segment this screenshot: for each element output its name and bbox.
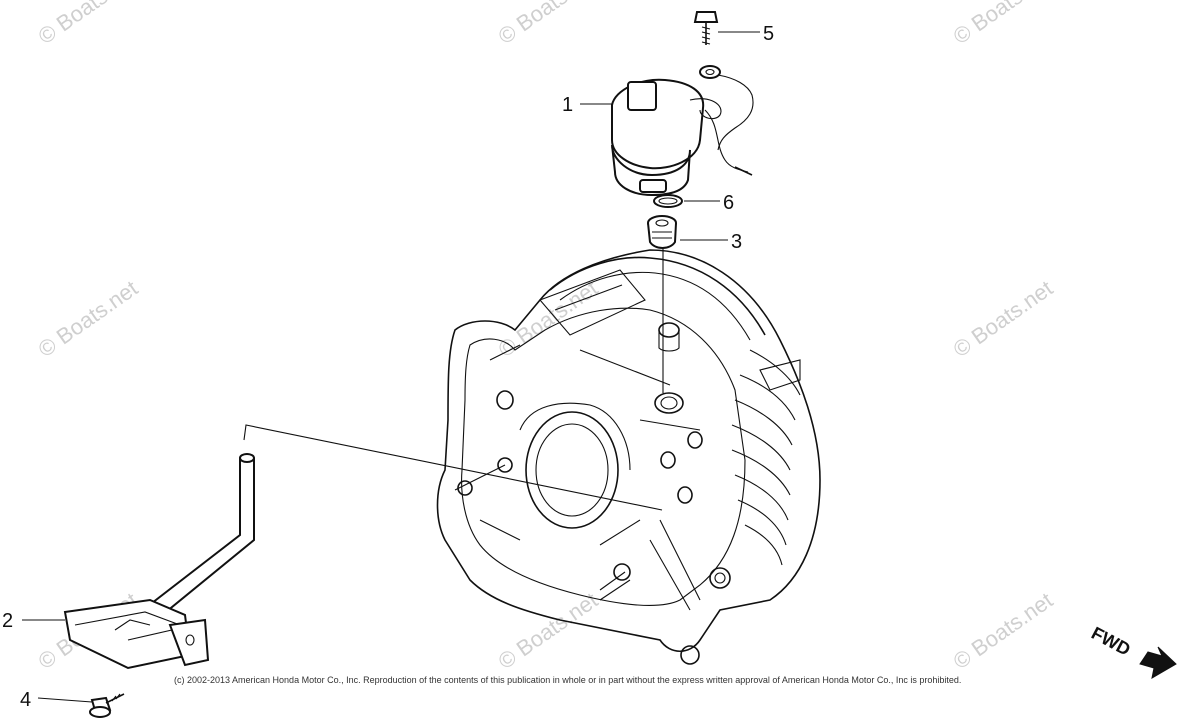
bolt-5[interactable] — [693, 11, 719, 45]
callout-leaders — [22, 31, 760, 703]
callout-3: 3 — [731, 231, 742, 253]
callout-1: 1 — [562, 94, 573, 116]
bolt-4[interactable] — [89, 693, 125, 718]
watermark: © Boats.net — [949, 0, 1058, 49]
watermark: © Boats.net — [494, 0, 603, 49]
arrow-icon — [1139, 646, 1177, 679]
callout-2: 2 — [2, 610, 13, 632]
assembly-line — [243, 424, 663, 511]
oil-alert-unit[interactable] — [611, 65, 754, 197]
copyright-notice: (c) 2002-2013 American Honda Motor Co., … — [174, 675, 962, 685]
watermark: © Boats.net — [494, 275, 603, 362]
crankcase-housing — [436, 249, 821, 665]
watermark: © Boats.net — [494, 587, 603, 674]
breather-tube-bracket[interactable] — [63, 453, 255, 670]
o-ring-6[interactable] — [653, 194, 683, 208]
callout-5: 5 — [763, 23, 774, 45]
callout-6: 6 — [723, 192, 734, 214]
watermark: © Boats.net — [949, 587, 1058, 674]
fwd-label: FWD — [1088, 623, 1134, 660]
fwd-arrow-indicator: FWD — [1088, 623, 1177, 679]
watermark: © Boats.net — [949, 275, 1058, 362]
watermark: © Boats.net — [34, 0, 143, 49]
grommet-3[interactable] — [647, 215, 677, 249]
callout-4: 4 — [20, 689, 31, 711]
watermark: © Boats.net — [34, 275, 143, 362]
watermarks: © Boats.net © Boats.net © Boats.net © Bo… — [34, 0, 1058, 674]
